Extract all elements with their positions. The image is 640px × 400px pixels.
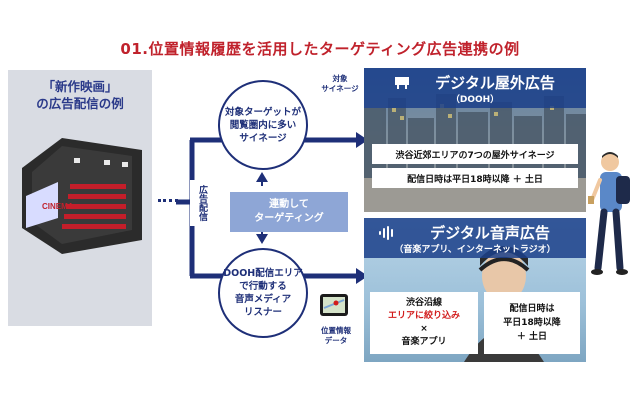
sound-wave-icon bbox=[379, 226, 393, 240]
audio-area-line4: 音楽アプリ bbox=[401, 337, 447, 347]
dooh-subtitle: （DOOH） bbox=[450, 95, 500, 105]
cinema-screen-icon bbox=[26, 182, 58, 228]
arrow-top-icon bbox=[356, 132, 368, 148]
circle-top-line2: 閲覧圏内に多い bbox=[229, 119, 297, 131]
cinema-sign-text: CINEMA bbox=[42, 202, 74, 211]
audio-listener-circle: DOOH配信エリア で行動する 音声メディア リスナー bbox=[218, 248, 308, 338]
dooh-title-band bbox=[364, 68, 586, 108]
audio-schedule-line2: 平日18時以降 bbox=[503, 318, 561, 328]
dooh-signage-box: 渋谷近郊エリアの7つの屋外サイネージ bbox=[372, 144, 578, 164]
location-data-label: 位置情報 データ bbox=[312, 326, 360, 346]
circle-bottom-line2: で行動する bbox=[239, 281, 287, 292]
arrow-up-icon bbox=[256, 172, 268, 182]
circle-bottom-line4: リスナー bbox=[243, 307, 282, 318]
billboard-icon bbox=[395, 77, 409, 89]
circle-top-line3: サイネージ bbox=[239, 132, 287, 144]
cinema-panel-title: 「新作映画」 の広告配信の例 bbox=[8, 78, 152, 112]
cinema-title-line1: 「新作映画」 bbox=[42, 79, 118, 94]
dooh-title: デジタル屋外広告 bbox=[435, 74, 555, 92]
ad-delivery-label: 広告配信 bbox=[190, 180, 208, 226]
audio-area-line1: 渋谷沿線 bbox=[405, 298, 442, 308]
dooh-panel: デジタル屋外広告 （DOOH） 渋谷近郊エリアの7つの屋外サイネージ 配信日時は… bbox=[364, 68, 586, 212]
circle-top-line1: 対象ターゲットが bbox=[224, 106, 301, 118]
audio-panel: デジタル音声広告 （音楽アプリ、インターネットラジオ） 渋谷沿線 エリアに絞り込… bbox=[364, 218, 586, 362]
audio-area-box: 渋谷沿線 エリアに絞り込み × 音楽アプリ bbox=[370, 292, 478, 354]
target-signage-circle: 対象ターゲットが 閲覧圏内に多い サイネージ bbox=[218, 80, 308, 170]
link-box-line2: ターゲティング bbox=[254, 213, 324, 224]
smartphone-map-icon bbox=[320, 294, 348, 316]
page-title: 01.位置情報履歴を活用したターゲティング広告連携の例 bbox=[120, 40, 520, 58]
arrow-down-icon bbox=[256, 234, 268, 244]
backpack-icon bbox=[616, 176, 630, 204]
link-box-line1: 連動して bbox=[269, 199, 309, 210]
arrow-bottom-icon bbox=[356, 268, 368, 284]
linked-targeting-box: 連動して ターゲティング bbox=[230, 192, 348, 232]
audio-schedule-line3: ＋ 土日 bbox=[516, 332, 548, 342]
connector-dots bbox=[158, 199, 178, 208]
dooh-schedule-box: 配信日時は平日18時以降 ＋ 土日 bbox=[372, 168, 578, 188]
audio-subtitle: （音楽アプリ、インターネットラジオ） bbox=[394, 245, 556, 255]
audio-title: デジタル音声広告 bbox=[430, 224, 550, 242]
audio-area-line3: × bbox=[420, 324, 428, 334]
circle-bottom-line1: DOOH配信エリア bbox=[223, 268, 303, 279]
audio-area-line2: エリアに絞り込み bbox=[387, 311, 460, 321]
audio-schedule-line1: 配信日時は bbox=[509, 304, 555, 314]
target-signage-label-line1: 対象 bbox=[332, 74, 348, 83]
target-signage-label-line2: サイネージ bbox=[321, 84, 359, 93]
location-data-label-line2: データ bbox=[324, 336, 348, 345]
location-data-label-line1: 位置情報 bbox=[321, 326, 351, 335]
cinema-illustration: CINEMA bbox=[22, 138, 142, 254]
circle-bottom-line3: 音声メディア bbox=[234, 294, 292, 305]
cinema-title-line2: の広告配信の例 bbox=[36, 96, 124, 111]
audio-title-band bbox=[364, 218, 586, 258]
target-signage-label: 対象 サイネージ bbox=[318, 74, 362, 94]
audio-schedule-box: 配信日時は 平日18時以降 ＋ 土日 bbox=[484, 292, 580, 354]
walking-person-illustration bbox=[588, 152, 630, 275]
